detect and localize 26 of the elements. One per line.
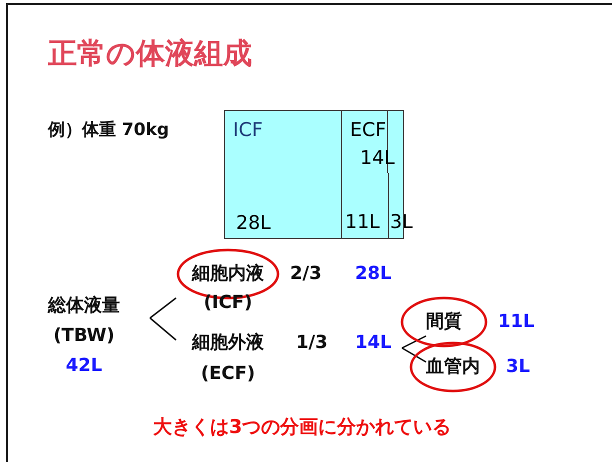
- branch-line: [402, 347, 426, 363]
- compartment-name: 間質: [426, 313, 462, 331]
- fraction-label: 2/3: [290, 265, 323, 283]
- cell-text: ECF: [350, 121, 386, 140]
- cell-text: 28L: [236, 214, 271, 233]
- volume-value: 28L: [355, 265, 393, 283]
- compartment-name: (ECF): [200, 365, 256, 383]
- slide-title: 正常の体液組成: [48, 35, 252, 72]
- compartment-name: (ICF): [204, 294, 252, 312]
- cell-text: 11L: [345, 213, 380, 232]
- cell-text: ICF: [233, 121, 263, 140]
- example-note: 例）体重 70kg: [48, 119, 170, 141]
- compartment-name: 細胞内液: [192, 265, 264, 283]
- volume-value: 11L: [498, 313, 535, 331]
- compartment-name: 42L: [66, 357, 102, 375]
- fraction-label: 1/3: [296, 334, 329, 352]
- summary-note: 大きくは3つの分画に分かれている: [153, 415, 452, 440]
- compartment-name: 血管内: [426, 358, 480, 376]
- volume-value: 14L: [355, 334, 393, 352]
- volume-value: 3L: [506, 358, 530, 376]
- compartment-name: (TBW): [53, 327, 115, 345]
- volume-cell: [224, 110, 342, 239]
- branch-line: [150, 317, 176, 341]
- branch-line: [150, 297, 176, 319]
- compartment-name: 細胞外液: [192, 334, 264, 352]
- compartment-name: 総体液量: [48, 297, 120, 315]
